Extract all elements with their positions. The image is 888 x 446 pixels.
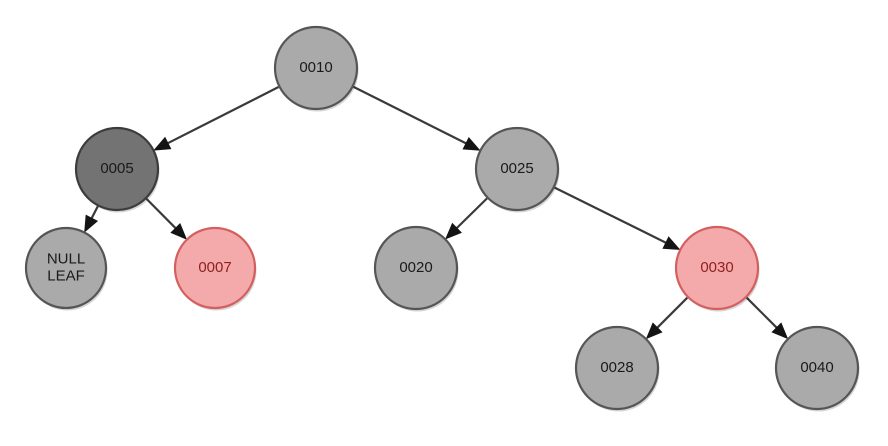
node-circle[interactable] bbox=[774, 325, 860, 411]
tree-node-0007[interactable]: 0007 bbox=[173, 226, 257, 311]
tree-edge bbox=[84, 205, 99, 233]
tree-node-0010[interactable]: 0010 bbox=[273, 25, 359, 112]
tree-edge bbox=[153, 86, 280, 151]
node-circle[interactable] bbox=[574, 325, 660, 411]
node-circle[interactable] bbox=[674, 225, 760, 311]
tree-node-0025[interactable]: 0025 bbox=[474, 126, 560, 213]
node-circle[interactable] bbox=[373, 225, 459, 311]
tree-node-0028[interactable]: 0028 bbox=[574, 325, 660, 412]
tree-node-0040[interactable]: 0040 bbox=[774, 325, 860, 412]
node-circle[interactable] bbox=[474, 126, 560, 212]
edges-layer bbox=[84, 85, 789, 340]
tree-node-0020[interactable]: 0020 bbox=[373, 225, 459, 312]
node-circle[interactable] bbox=[273, 25, 359, 111]
tree-edge bbox=[554, 186, 681, 250]
node-circle[interactable] bbox=[173, 226, 257, 310]
tree-edge bbox=[445, 197, 488, 240]
tree-edge bbox=[645, 296, 689, 340]
tree-node-0005[interactable]: 0005 bbox=[74, 126, 160, 213]
node-circle[interactable] bbox=[74, 126, 160, 212]
tree-edge bbox=[745, 296, 789, 340]
node-circle[interactable] bbox=[24, 226, 108, 310]
tree-node-0030[interactable]: 0030 bbox=[674, 225, 760, 312]
tree-edge bbox=[145, 198, 188, 240]
tree-edge bbox=[353, 85, 481, 151]
